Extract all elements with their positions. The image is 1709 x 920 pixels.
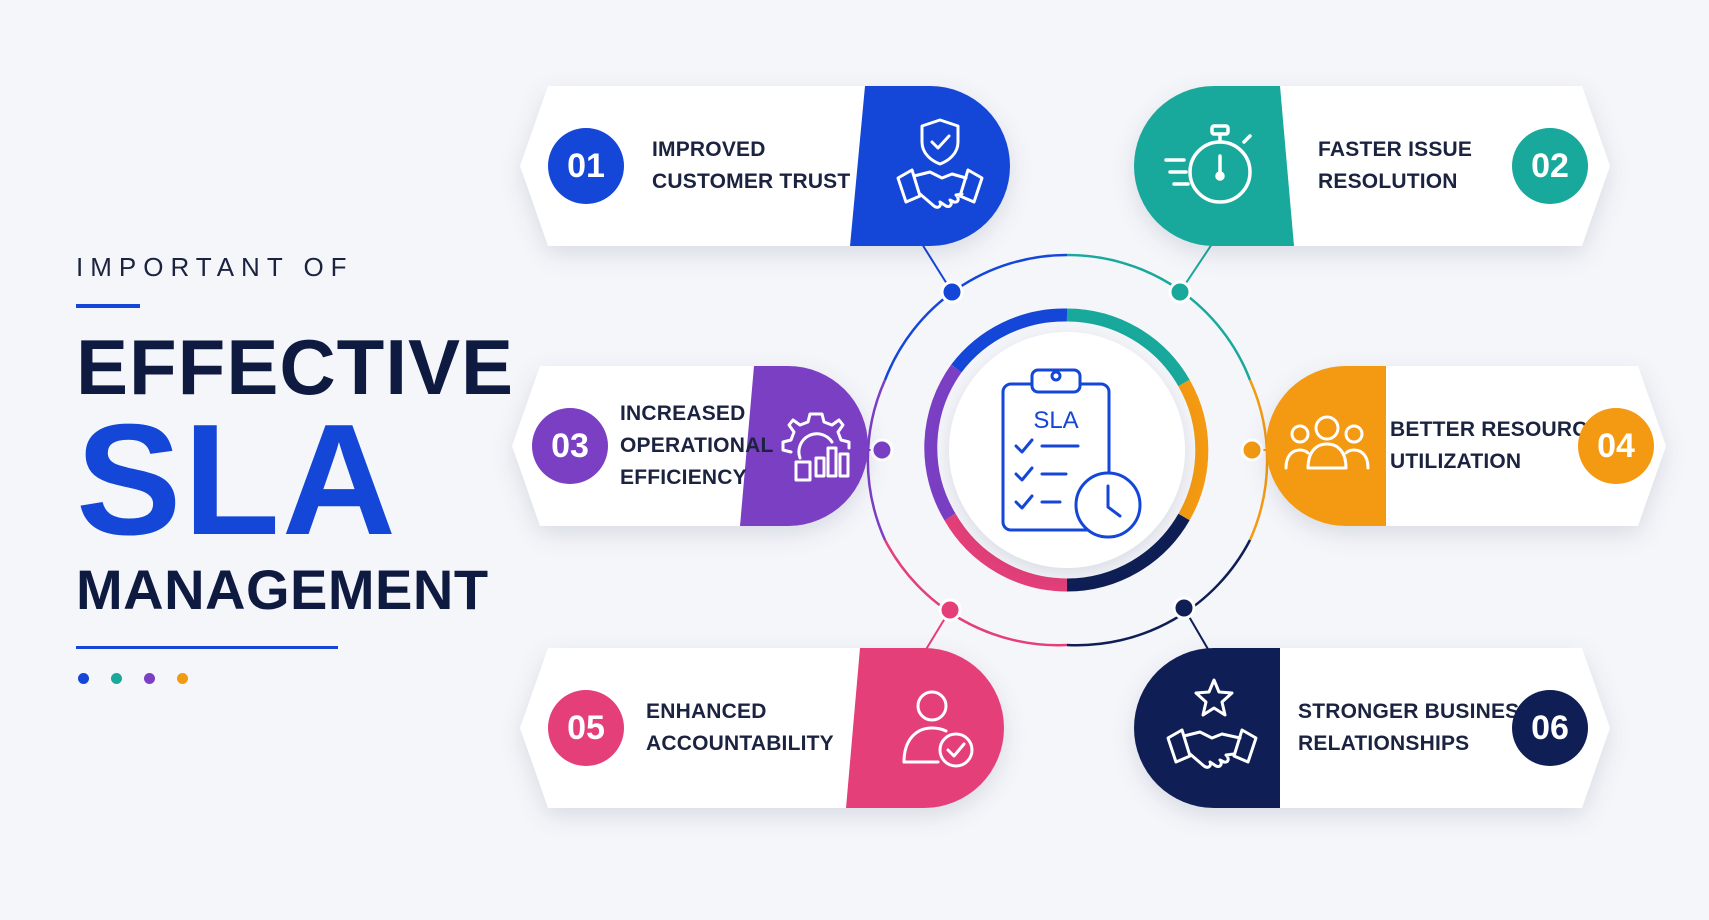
dot-blue	[78, 673, 89, 684]
stopwatch-icon	[1164, 124, 1252, 204]
benefit-label: INCREASED OPERATIONAL EFFICIENCY	[620, 402, 774, 489]
benefit-card-03: 03 INCREASED OPERATIONAL EFFICIENCY	[512, 366, 868, 526]
title-rule-short	[76, 304, 140, 308]
connector-02	[1179, 243, 1213, 293]
title-block: IMPORTANT OF EFFECTIVE SLA MANAGEMENT	[76, 250, 515, 684]
connector-dot-02	[1168, 280, 1192, 304]
connector-dot-05	[938, 598, 962, 622]
benefit-number: 02	[1512, 128, 1588, 204]
connector-01	[921, 243, 953, 293]
title-rule-long	[76, 646, 338, 649]
color-dots	[76, 673, 496, 684]
clipboard-checklist-clock-icon	[1001, 368, 1142, 539]
inner-ring	[924, 308, 1209, 592]
title-line-management: MANAGEMENT	[76, 558, 489, 621]
benefit-card-04: BETTER RESOURCE UTILIZATION 04	[1266, 366, 1666, 526]
card-shape	[512, 366, 868, 526]
benefit-number: 01	[548, 128, 624, 204]
center-label: SLA	[1033, 407, 1078, 434]
card-shape	[1134, 648, 1610, 808]
benefit-number: 05	[548, 690, 624, 766]
benefit-label: ENHANCED ACCOUNTABILITY	[646, 700, 834, 755]
outer-ring	[866, 253, 1269, 647]
benefit-card-02: FASTER ISSUE RESOLUTION 02	[1134, 86, 1610, 246]
team-group-icon	[1284, 415, 1370, 470]
center-disc	[949, 332, 1185, 568]
benefit-label: BETTER RESOURCE UTILIZATION	[1390, 418, 1602, 473]
benefit-label: STRONGER BUSINESS RELATIONSHIPS	[1298, 700, 1534, 755]
title-line-effective: EFFECTIVE	[76, 323, 515, 411]
dot-teal	[111, 673, 122, 684]
card-shape	[1134, 86, 1610, 246]
benefit-card-05: 05 ENHANCED ACCOUNTABILITY	[520, 648, 1004, 808]
gear-chart-icon	[781, 412, 851, 482]
benefit-label: IMPROVED CUSTOMER TRUST	[652, 138, 851, 193]
benefit-card-01: 01 IMPROVED CUSTOMER TRUST	[520, 86, 1010, 246]
dot-purple	[144, 673, 155, 684]
connector-dot-04	[1240, 438, 1264, 462]
connector-dot-01	[940, 280, 964, 304]
star-handshake-icon	[1166, 678, 1258, 769]
dot-orange	[177, 673, 188, 684]
connector-dot-03	[870, 438, 894, 462]
benefit-card-06: STRONGER BUSINESS RELATIONSHIPS 06	[1134, 648, 1610, 808]
card-shape	[520, 86, 1010, 246]
shield-handshake-icon	[896, 118, 984, 209]
title-subtitle: IMPORTANT OF	[76, 252, 354, 282]
benefit-number: 03	[532, 408, 608, 484]
benefit-number: 06	[1512, 690, 1588, 766]
benefit-label: FASTER ISSUE RESOLUTION	[1318, 138, 1473, 193]
connector-dot-06	[1172, 596, 1196, 620]
card-shape	[1266, 366, 1666, 526]
title-line-sla: SLA	[76, 392, 398, 568]
benefit-number: 04	[1578, 408, 1654, 484]
user-check-icon	[902, 690, 974, 768]
